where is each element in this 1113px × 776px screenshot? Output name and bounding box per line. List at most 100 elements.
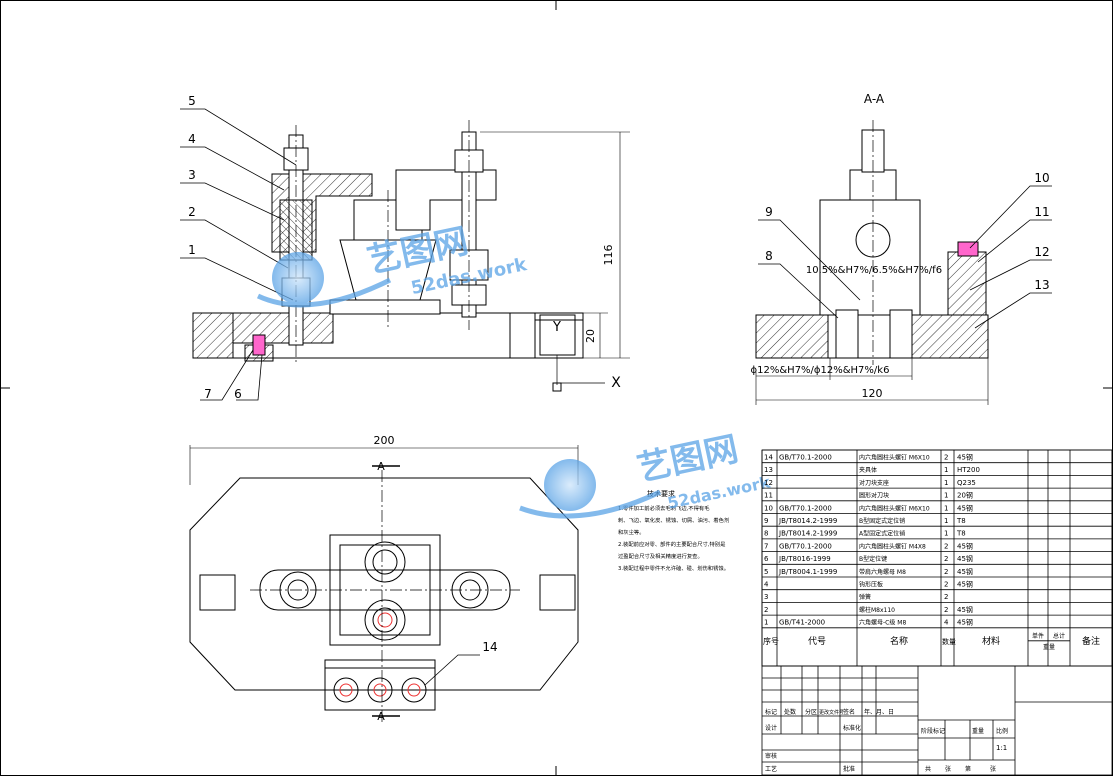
tb-stage: 阶段标记 [921, 727, 945, 735]
leader-14: 14 [482, 640, 497, 654]
bom-row-name: 钩形压板 [859, 581, 883, 589]
notes-line-3: 和灰尘等。 [618, 528, 645, 536]
bom-row-name: 螺柱M8x110 [859, 606, 895, 614]
leader-11: 11 [1034, 205, 1049, 219]
section-view [755, 120, 989, 405]
bom-row-qty: 2 [944, 555, 948, 563]
bom-row-name: 内六角圆柱头螺钉 M6X10 [859, 454, 930, 462]
bom-row-material: 45钢 [957, 580, 973, 589]
datum-x-label: X [611, 375, 621, 391]
bom-row-name: 内六角圆柱头螺钉 M4X8 [859, 542, 926, 550]
tb-sheet-of: 张 [945, 765, 951, 773]
bom-row-material: HT200 [957, 466, 980, 474]
tb-sheets: 共 [925, 765, 931, 773]
bom-header-unit-weight: 单件 [1032, 632, 1044, 640]
technical-notes: 技术要求 1.零件加工前必须去毛刺飞边,不得有毛 刺、飞边、氧化皮、锈蚀、切屑、… [618, 489, 729, 572]
leaders-left [180, 108, 297, 401]
bom-row-material: 45钢 [957, 503, 973, 512]
bom-row-name: 内六角圆柱头螺钉 M6X10 [859, 504, 930, 512]
bom-row-no: 5 [764, 568, 768, 576]
bom-row-code: JB/T8016-1999 [778, 555, 831, 563]
notes-line-2: 刺、飞边、氧化皮、锈蚀、切屑、油污、着色剂 [618, 516, 729, 524]
bom-row-no: 11 [764, 492, 773, 500]
notes-line-6: 3.装配过程中零件不允许磕、碰、划伤和锈蚀。 [618, 564, 729, 572]
bom-row-no: 3 [764, 593, 768, 601]
tb-zone: 分区 [805, 708, 817, 716]
bom-header-weight: 重量 [1043, 643, 1055, 651]
title-block [761, 665, 1113, 776]
bom-row-code: JB/T8004.1-1999 [778, 568, 837, 576]
bom-row-qty: 1 [944, 492, 948, 500]
tb-sign: 签名 [843, 708, 855, 716]
plan-view [189, 445, 579, 722]
bom-row-no: 9 [764, 517, 768, 525]
bom-row-name: 六角螺母-C级 M8 [859, 619, 906, 627]
dim-width-right: 120 [862, 387, 883, 400]
tb-sheet-end: 张 [990, 765, 996, 773]
tb-scale-label: 比例 [996, 727, 1008, 735]
bom-row-qty: 4 [944, 619, 949, 627]
tb-review: 审核 [765, 752, 777, 760]
bom-row-name: 夹具体 [859, 466, 877, 474]
fit-upper: 10.5%&H7%/6.5%&H7%/f6 [806, 265, 942, 276]
bom-row-code: GB/T70.1-2000 [779, 504, 832, 512]
tb-design: 设计 [765, 724, 777, 732]
leader-13: 13 [1034, 278, 1049, 292]
bom-row-qty: 1 [944, 517, 948, 525]
section-mark-a2: A [377, 710, 385, 723]
bom-header-no: 序号 [763, 636, 779, 646]
bom-row-material: 45钢 [957, 618, 973, 627]
bom-row-name: 对刀块支座 [859, 479, 889, 487]
bom-header-total-weight: 总计 [1053, 632, 1065, 640]
bom-row-no: 4 [764, 581, 769, 589]
bom-row-qty: 2 [944, 593, 948, 601]
notes-line-1: 1.零件加工前必须去毛刺飞边,不得有毛 [618, 504, 710, 512]
bom-row-material: 45钢 [957, 541, 973, 550]
leader-1: 1 [188, 243, 196, 257]
bom-row-qty: 1 [944, 530, 948, 538]
bom-row-no: 13 [764, 466, 773, 474]
tb-weight: 重量 [972, 727, 984, 735]
bom-row-qty: 2 [944, 606, 948, 614]
bom-row-name: 弹簧 [859, 593, 871, 601]
bom-row-qty: 2 [944, 581, 948, 589]
bom-row-qty: 1 [944, 466, 948, 474]
bom-row-code: GB/T70.1-2000 [779, 454, 832, 462]
dim-width-plan: 200 [374, 434, 395, 447]
bom-row-code: JB/T8014.2-1999 [778, 530, 837, 538]
bom-row-material: 20钢 [957, 491, 973, 500]
bom-row-no: 2 [764, 606, 768, 614]
leader-2: 2 [188, 205, 196, 219]
leader-3: 3 [188, 168, 196, 182]
leader-9: 9 [765, 205, 773, 219]
leader-6: 6 [234, 387, 242, 401]
bom-row-no: 7 [764, 542, 768, 550]
watermark-2: 艺图网 52das.work [519, 429, 772, 519]
bom-row-material: 45钢 [957, 567, 973, 576]
bom-row-qty: 2 [944, 454, 948, 462]
section-mark-a1: A [377, 460, 385, 473]
leader-4: 4 [188, 132, 196, 146]
leader-12: 12 [1034, 245, 1049, 259]
bom-row-no: 10 [764, 504, 773, 512]
bom-header-remark: 备注 [1082, 635, 1100, 647]
leaders-right [758, 185, 1052, 329]
bom-row-name: B型固定式定位销 [859, 517, 905, 525]
bom-header-code: 代号 [808, 636, 826, 647]
bom-row-qty: 1 [944, 504, 948, 512]
bom-row-material: 45钢 [957, 453, 973, 462]
bom-row-name: 带肩六角螺母 M8 [859, 568, 906, 576]
watermark-brand-2: 艺图网 [634, 429, 742, 489]
bom-row-qty: 1 [944, 479, 948, 487]
bom-row-name: 圆形对刀块 [859, 492, 889, 500]
leader-8: 8 [765, 249, 773, 263]
bom-row-code: JB/T8014.2-1999 [778, 517, 837, 525]
notes-line-4: 2.装配前应对零、部件的主要配合尺寸,特别是 [618, 540, 726, 548]
bom-row-code: GB/T41-2000 [779, 619, 825, 627]
bom-header-name: 名称 [890, 635, 908, 647]
fit-lower: ϕ12%&H7%/ϕ12%&H7%/k6 [751, 365, 890, 376]
bom-header-material: 材料 [982, 635, 1000, 647]
tb-std: 标准化 [843, 724, 861, 732]
leader-5: 5 [188, 94, 196, 108]
